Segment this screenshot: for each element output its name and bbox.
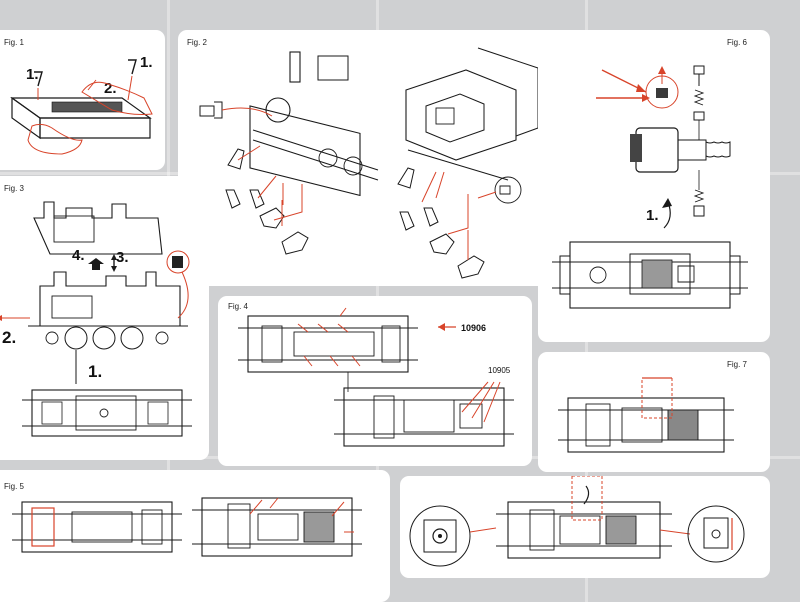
part-number: 10906: [461, 323, 487, 333]
step-number: 1.: [140, 54, 153, 71]
step-number: 2.: [2, 328, 17, 347]
step-number: 3.: [116, 249, 129, 266]
chassis-gear-illustration: [558, 377, 734, 453]
motor-exploded-illustration: [552, 65, 748, 309]
wheel-detail-panel: [400, 476, 770, 578]
step-number: 4.: [72, 247, 85, 264]
loco-body-removal-illustration: [0, 201, 192, 437]
figure-7-panel: Fig. 7: [538, 352, 770, 472]
chassis-wiring-illustration: [238, 307, 514, 447]
figure-1-panel: Fig. 1 1. 1. 2.: [0, 30, 165, 170]
figure-label: Fig. 3: [4, 184, 25, 193]
loco-exploded-illustration: [199, 47, 539, 279]
step-number: 1.: [646, 207, 659, 224]
loco-box-illustration: [10, 59, 153, 155]
figure-3-panel: Fig. 3 4. 3. 2. 1.: [0, 176, 209, 460]
figure-label: Fig. 4: [228, 302, 249, 311]
wheel-detail-illustration: [409, 476, 745, 567]
figure-label: Fig. 6: [727, 38, 748, 47]
figure-label: Fig. 7: [727, 360, 748, 369]
figure-label: Fig. 5: [4, 482, 25, 491]
figure-6-panel: Fig. 6 1.: [538, 30, 770, 342]
figure-label: Fig. 2: [187, 38, 208, 47]
figure-5-panel: Fig. 5: [0, 470, 390, 602]
step-number: 1.: [26, 66, 39, 83]
part-number: 10905: [488, 366, 511, 375]
figure-2-panel: Fig. 2: [178, 30, 574, 286]
figure-4-panel: Fig. 4 10906 10905: [218, 296, 532, 466]
step-number: 1.: [88, 362, 103, 381]
figure-label: Fig. 1: [4, 38, 25, 47]
step-number: 2.: [104, 80, 117, 97]
chassis-bottom-illustration: [12, 497, 362, 557]
